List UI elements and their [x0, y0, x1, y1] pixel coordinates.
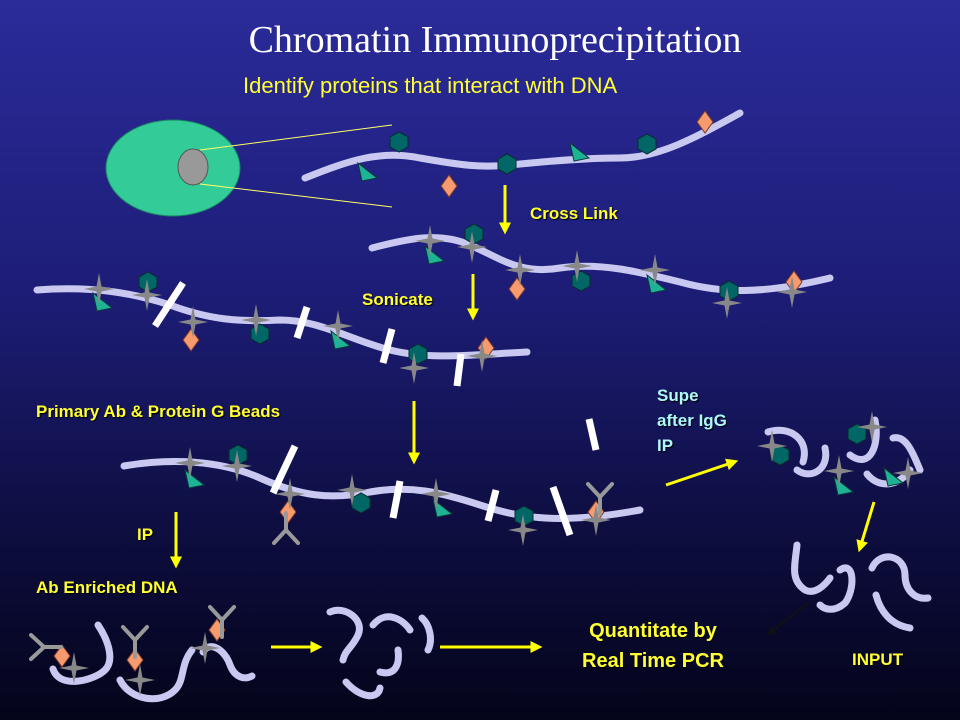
crosslink-star-icon	[467, 340, 497, 372]
hexagon-protein-icon	[389, 131, 409, 153]
sonication-cut-icon	[269, 418, 600, 537]
hexagon-protein-icon	[250, 323, 270, 345]
label-supe: Supe after IgG IP	[657, 383, 727, 458]
nucleus-icon	[177, 148, 209, 186]
hexagon-protein-icon	[464, 223, 484, 245]
label-cross-link: Cross Link	[530, 204, 618, 223]
crosslink-star-icon	[175, 447, 205, 479]
crosslink-star-icon	[581, 504, 611, 536]
triangle-protein-icon	[357, 162, 378, 182]
hexagon-protein-icon	[571, 270, 591, 292]
label-quantitate: Quantitate by Real Time PCR	[548, 616, 758, 676]
purified-fragments	[326, 606, 434, 700]
label-ip: IP	[137, 525, 154, 544]
crosslink-star-icon	[84, 273, 114, 305]
label-ab-enriched: Ab Enriched DNA	[36, 578, 178, 597]
input-fragments	[791, 541, 932, 632]
label-quantitate-line2: Real Time PCR	[582, 650, 724, 672]
cell-icon	[105, 119, 241, 217]
label-quantitate-line1: Quantitate by	[589, 620, 717, 642]
antibody-icon	[272, 511, 300, 545]
label-supe-line1: Supe	[657, 386, 699, 405]
label-primary-ab: Primary Ab & Protein G Beads	[36, 402, 281, 421]
crosslink-star-icon	[505, 254, 535, 286]
crosslink-star-icon	[421, 478, 451, 510]
zoom-line-bottom	[199, 183, 393, 208]
antibody-icon	[121, 625, 149, 659]
sonicated-strand	[33, 271, 531, 387]
arrow-input	[856, 501, 876, 553]
hexagon-protein-icon	[497, 153, 517, 175]
hexagon-protein-icon	[351, 492, 371, 514]
arrow-pcr-input	[767, 602, 809, 635]
diamond-protein-icon	[182, 328, 200, 352]
triangle-protein-icon	[424, 245, 445, 265]
label-supe-line2: after IgG	[657, 411, 727, 430]
hexagon-protein-icon	[637, 133, 657, 155]
crosslinked-strand	[368, 223, 834, 319]
slide-title: Chromatin Immunoprecipitation	[248, 19, 742, 61]
diamond-protein-icon	[508, 277, 526, 301]
supe-fragments	[764, 416, 924, 488]
sonication-cut-icon	[152, 281, 465, 387]
triangle-protein-icon	[92, 292, 113, 312]
slide-subtitle: Identify proteins that interact with DNA	[243, 73, 618, 98]
zoom-line-top	[199, 124, 393, 151]
crosslink-star-icon	[415, 225, 445, 257]
hexagon-protein-icon	[408, 343, 428, 365]
chromatin-strand	[301, 109, 744, 198]
label-supe-line3: IP	[657, 436, 674, 455]
label-input: INPUT	[852, 650, 903, 669]
triangle-protein-icon	[184, 469, 205, 489]
antibody-strand	[120, 418, 644, 546]
label-sonicate: Sonicate	[362, 290, 433, 309]
arrow-supe	[665, 458, 739, 487]
triangle-protein-icon	[833, 476, 854, 496]
diamond-protein-icon	[440, 174, 458, 198]
